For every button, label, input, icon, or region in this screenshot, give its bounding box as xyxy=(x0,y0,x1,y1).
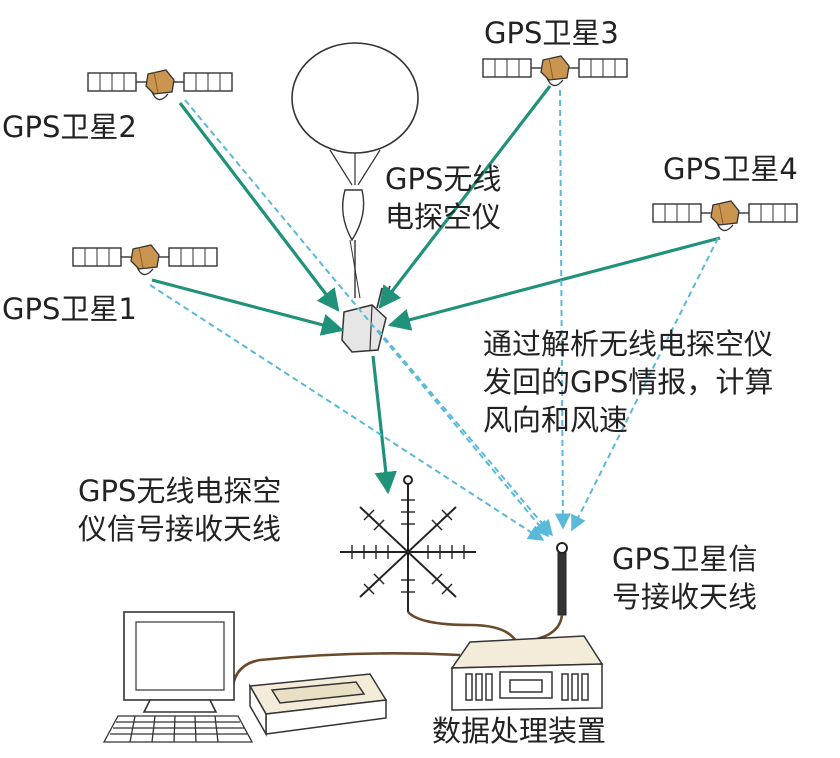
balloon-icon xyxy=(291,42,419,299)
data-processing-device-icon xyxy=(450,635,604,711)
label-gps-antenna-line-1: GPS卫星信 xyxy=(612,542,758,576)
dashed-sat3 xyxy=(554,89,571,530)
label-sonde-antenna-line-1: GPS无线电探空 xyxy=(78,474,282,508)
label-analysis-note-line-1: 通过解析无线电探空仪 xyxy=(483,327,774,361)
arrow-sat2-sonde xyxy=(178,102,340,312)
label-satellite-1: GPS卫星1 xyxy=(2,292,137,326)
label-analysis-note-line-2: 发回的GPS情报，计算 xyxy=(483,365,774,399)
satellite-3-icon xyxy=(482,55,628,87)
keyboard-icon xyxy=(102,715,254,743)
radiosonde-device-icon xyxy=(341,285,391,353)
arrow-sat1-sonde xyxy=(151,278,345,336)
label-radiosonde: GPS无线 电探空仪 xyxy=(385,160,501,236)
dashed-sat4 xyxy=(571,237,719,532)
label-satellite-4: GPS卫星4 xyxy=(663,152,798,186)
label-gps-antenna: GPS卫星信 号接收天线 xyxy=(612,540,757,616)
label-sonde-antenna: GPS无线电探空 仪信号接收天线 xyxy=(78,472,281,548)
dashed-sat1 xyxy=(149,284,545,541)
arrow-sat3-sonde xyxy=(378,85,552,309)
label-gps-antenna-line-2: 号接收天线 xyxy=(612,580,758,614)
sonde-receiving-antenna-icon xyxy=(340,475,476,612)
arrow-sonde-antenna xyxy=(371,355,397,495)
label-radiosonde-line-1: GPS无线 xyxy=(385,162,502,196)
gps-receiving-antenna-icon xyxy=(556,542,568,616)
label-analysis-note: 通过解析无线电探空仪 发回的GPS情报，计算 风向和风速 xyxy=(483,325,773,439)
dashed-sonde xyxy=(377,329,554,537)
label-satellite-3: GPS卫星3 xyxy=(484,16,619,50)
label-analysis-note-line-3: 风向和风速 xyxy=(483,403,629,437)
computer-case-icon xyxy=(248,673,388,737)
label-satellite-2: GPS卫星2 xyxy=(2,110,137,144)
satellite-1-icon xyxy=(72,244,218,276)
computer-monitor-icon xyxy=(123,611,235,713)
satellite-2-icon xyxy=(87,69,233,101)
satellite-4-icon xyxy=(652,200,798,232)
label-processor: 数据处理装置 xyxy=(432,714,607,748)
satellite-to-gps-antenna-arrows xyxy=(149,89,719,541)
arrow-sat4-sonde xyxy=(387,236,721,331)
label-sonde-antenna-line-2: 仪信号接收天线 xyxy=(78,512,282,546)
dashed-sat2 xyxy=(184,99,550,538)
label-radiosonde-line-2: 电探空仪 xyxy=(385,200,502,234)
satellite-to-sonde-arrows xyxy=(151,85,721,495)
